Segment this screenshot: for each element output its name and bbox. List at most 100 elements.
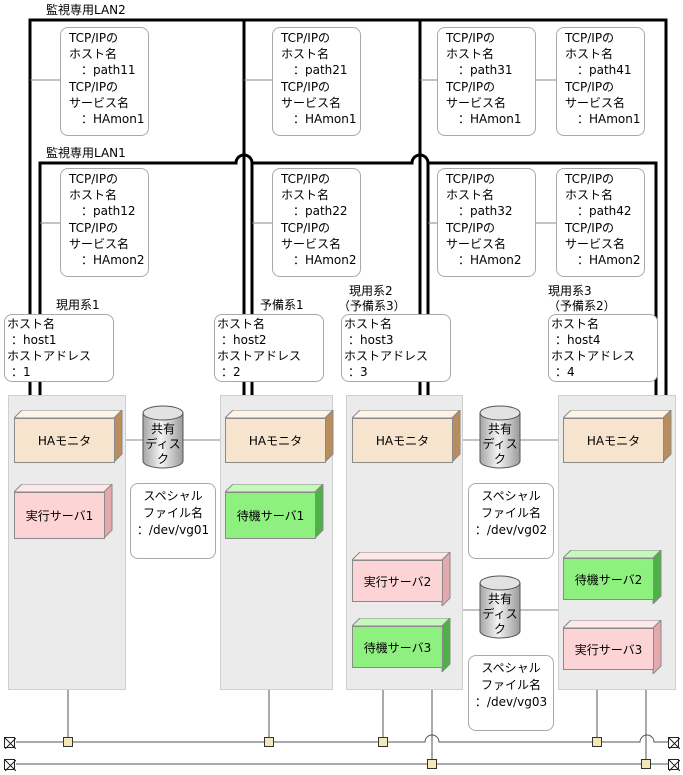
special-file-text: ファイル名: [142, 506, 203, 520]
config-text: ホスト名: [281, 188, 330, 203]
host-text: ：host1: [11, 333, 57, 347]
tcpip-config-path41: TCP/IPの ホスト名 ：path41 TCP/IPの サービス名 ：HAmo…: [556, 27, 645, 136]
config-text: ：HAmon1: [81, 112, 145, 127]
config-text: ：path41: [577, 63, 632, 78]
config-text: ：HAmon1: [293, 112, 357, 127]
disk-label: 共有 ディスク: [482, 422, 518, 466]
host-info-host4: ホスト名 ：host4 ホストアドレス ：4: [548, 314, 658, 382]
host-text: ：3: [348, 365, 368, 379]
disk-shape: [479, 575, 521, 639]
config-text: ：HAmon2: [293, 253, 357, 268]
node-role-label: 現用系3 （予備系2）: [548, 284, 616, 313]
special-file-text: ファイル名: [480, 678, 541, 692]
tcpip-config-path21: TCP/IPの ホスト名 ：path21 TCP/IPの サービス名 ：HAmo…: [272, 27, 361, 136]
config-text: TCP/IPの: [281, 31, 331, 45]
terminator-icon: [4, 759, 16, 771]
bus-port: [592, 737, 602, 747]
config-text: サービス名: [69, 236, 130, 251]
cube-shape: [225, 484, 324, 538]
special-file-text: ：/dev/vg02: [474, 523, 548, 537]
config-text: TCP/IPの: [565, 172, 615, 186]
tcpip-config-path11: TCP/IPの ホスト名 ：path11 TCP/IPの サービス名 ：HAmo…: [60, 27, 149, 136]
config-text: サービス名: [69, 95, 130, 110]
config-text: サービス名: [281, 95, 342, 110]
shared-disk-vg02: 共有 ディスク: [479, 405, 521, 469]
server-label: 実行サーバ1: [14, 492, 105, 539]
config-text: ホスト名: [69, 188, 118, 203]
config-text: ：path22: [293, 204, 348, 219]
server-label: 実行サーバ3: [563, 628, 654, 670]
special-file-text: ファイル名: [480, 506, 541, 520]
config-text: ホスト名: [446, 188, 495, 203]
host-text: ホストアドレス: [217, 349, 302, 363]
ha-monitor-label: HAモニタ: [563, 418, 664, 463]
config-text: サービス名: [565, 95, 626, 110]
ha-monitor-label: HAモニタ: [352, 418, 453, 463]
tcpip-config-path12: TCP/IPの ホスト名 ：path12 TCP/IPの サービス名 ：HAmo…: [60, 168, 149, 277]
host-text: ：host3: [348, 333, 394, 347]
host-text: ホスト名: [344, 317, 393, 331]
tcpip-config-path31: TCP/IPの ホスト名 ：path31 TCP/IPの サービス名 ：HAmo…: [437, 27, 536, 136]
terminator-icon: [668, 737, 680, 749]
special-file-text: スペシャル: [143, 489, 203, 503]
special-file-vg01: スペシャル ファイル名 ：/dev/vg01: [130, 483, 216, 559]
host-info-host1: ホスト名 ：host1 ホストアドレス ：1: [4, 314, 114, 382]
config-text: サービス名: [565, 236, 626, 251]
config-text: サービス名: [446, 95, 507, 110]
special-file-text: ：/dev/vg01: [136, 523, 210, 537]
node-role-label: 予備系1: [260, 298, 304, 312]
config-text: ：HAmon2: [458, 253, 522, 268]
config-text: ：HAmon2: [81, 253, 145, 268]
host-text: ホストアドレス: [344, 349, 429, 363]
bus-port: [378, 737, 388, 747]
shared-disk-vg01: 共有 ディスク: [142, 405, 184, 469]
config-text: ホスト名: [281, 47, 330, 62]
host-text: ：host2: [221, 333, 267, 347]
config-text: TCP/IPの: [281, 79, 331, 94]
host-info-host2: ホスト名 ：host2 ホストアドレス ：2: [214, 314, 324, 382]
config-text: TCP/IPの: [69, 172, 119, 186]
config-text: TCP/IPの: [446, 172, 496, 186]
config-text: ：HAmon1: [577, 112, 641, 127]
host-text: ：2: [221, 365, 241, 379]
server-label: 実行サーバ2: [352, 560, 443, 602]
config-text: サービス名: [281, 236, 342, 251]
special-file-vg02: スペシャル ファイル名 ：/dev/vg02: [468, 483, 554, 559]
bus-port: [63, 737, 73, 747]
config-text: TCP/IPの: [281, 220, 331, 235]
lan1-label: 監視専用LAN1: [46, 146, 126, 160]
host-text: ホスト名: [7, 317, 56, 331]
config-text: ：path12: [81, 204, 136, 219]
bus-port: [427, 759, 437, 769]
lan1-line: [38, 153, 658, 395]
cube-shape: [14, 484, 113, 538]
config-text: ホスト名: [446, 47, 495, 62]
cube-shape: [563, 410, 672, 462]
tcpip-config-path32: TCP/IPの ホスト名 ：path32 TCP/IPの サービス名 ：HAmo…: [437, 168, 536, 277]
node-role-label: 現用系2 （予備系3）: [338, 284, 406, 313]
tcpip-config-path42: TCP/IPの ホスト名 ：path42 TCP/IPの サービス名 ：HAmo…: [556, 168, 645, 277]
cube-shape: [352, 552, 451, 606]
server-label: 待機サーバ1: [225, 492, 316, 539]
config-text: ：HAmon2: [577, 253, 641, 268]
config-text: ホスト名: [565, 188, 614, 203]
host-info-host3: ホスト名 ：host3 ホストアドレス ：3: [341, 314, 451, 382]
config-text: ：path11: [81, 63, 136, 78]
config-text: ホスト名: [565, 47, 614, 62]
host-text: ホストアドレス: [7, 349, 92, 363]
config-text: TCP/IPの: [69, 79, 119, 94]
special-file-text: スペシャル: [481, 489, 541, 503]
config-text: サービス名: [446, 236, 507, 251]
disk-label: 共有 ディスク: [482, 592, 518, 636]
shared-disk-vg03: 共有 ディスク: [479, 575, 521, 639]
disk-shape: [479, 405, 521, 469]
disk-shape: [142, 405, 184, 469]
config-text: ：path32: [458, 204, 513, 219]
server-label: 待機サーバ2: [563, 558, 654, 600]
config-text: ：path31: [458, 63, 513, 78]
host-text: ：1: [11, 365, 31, 379]
config-text: ：HAmon1: [458, 112, 522, 127]
lan2-label: 監視専用LAN2: [46, 3, 126, 17]
